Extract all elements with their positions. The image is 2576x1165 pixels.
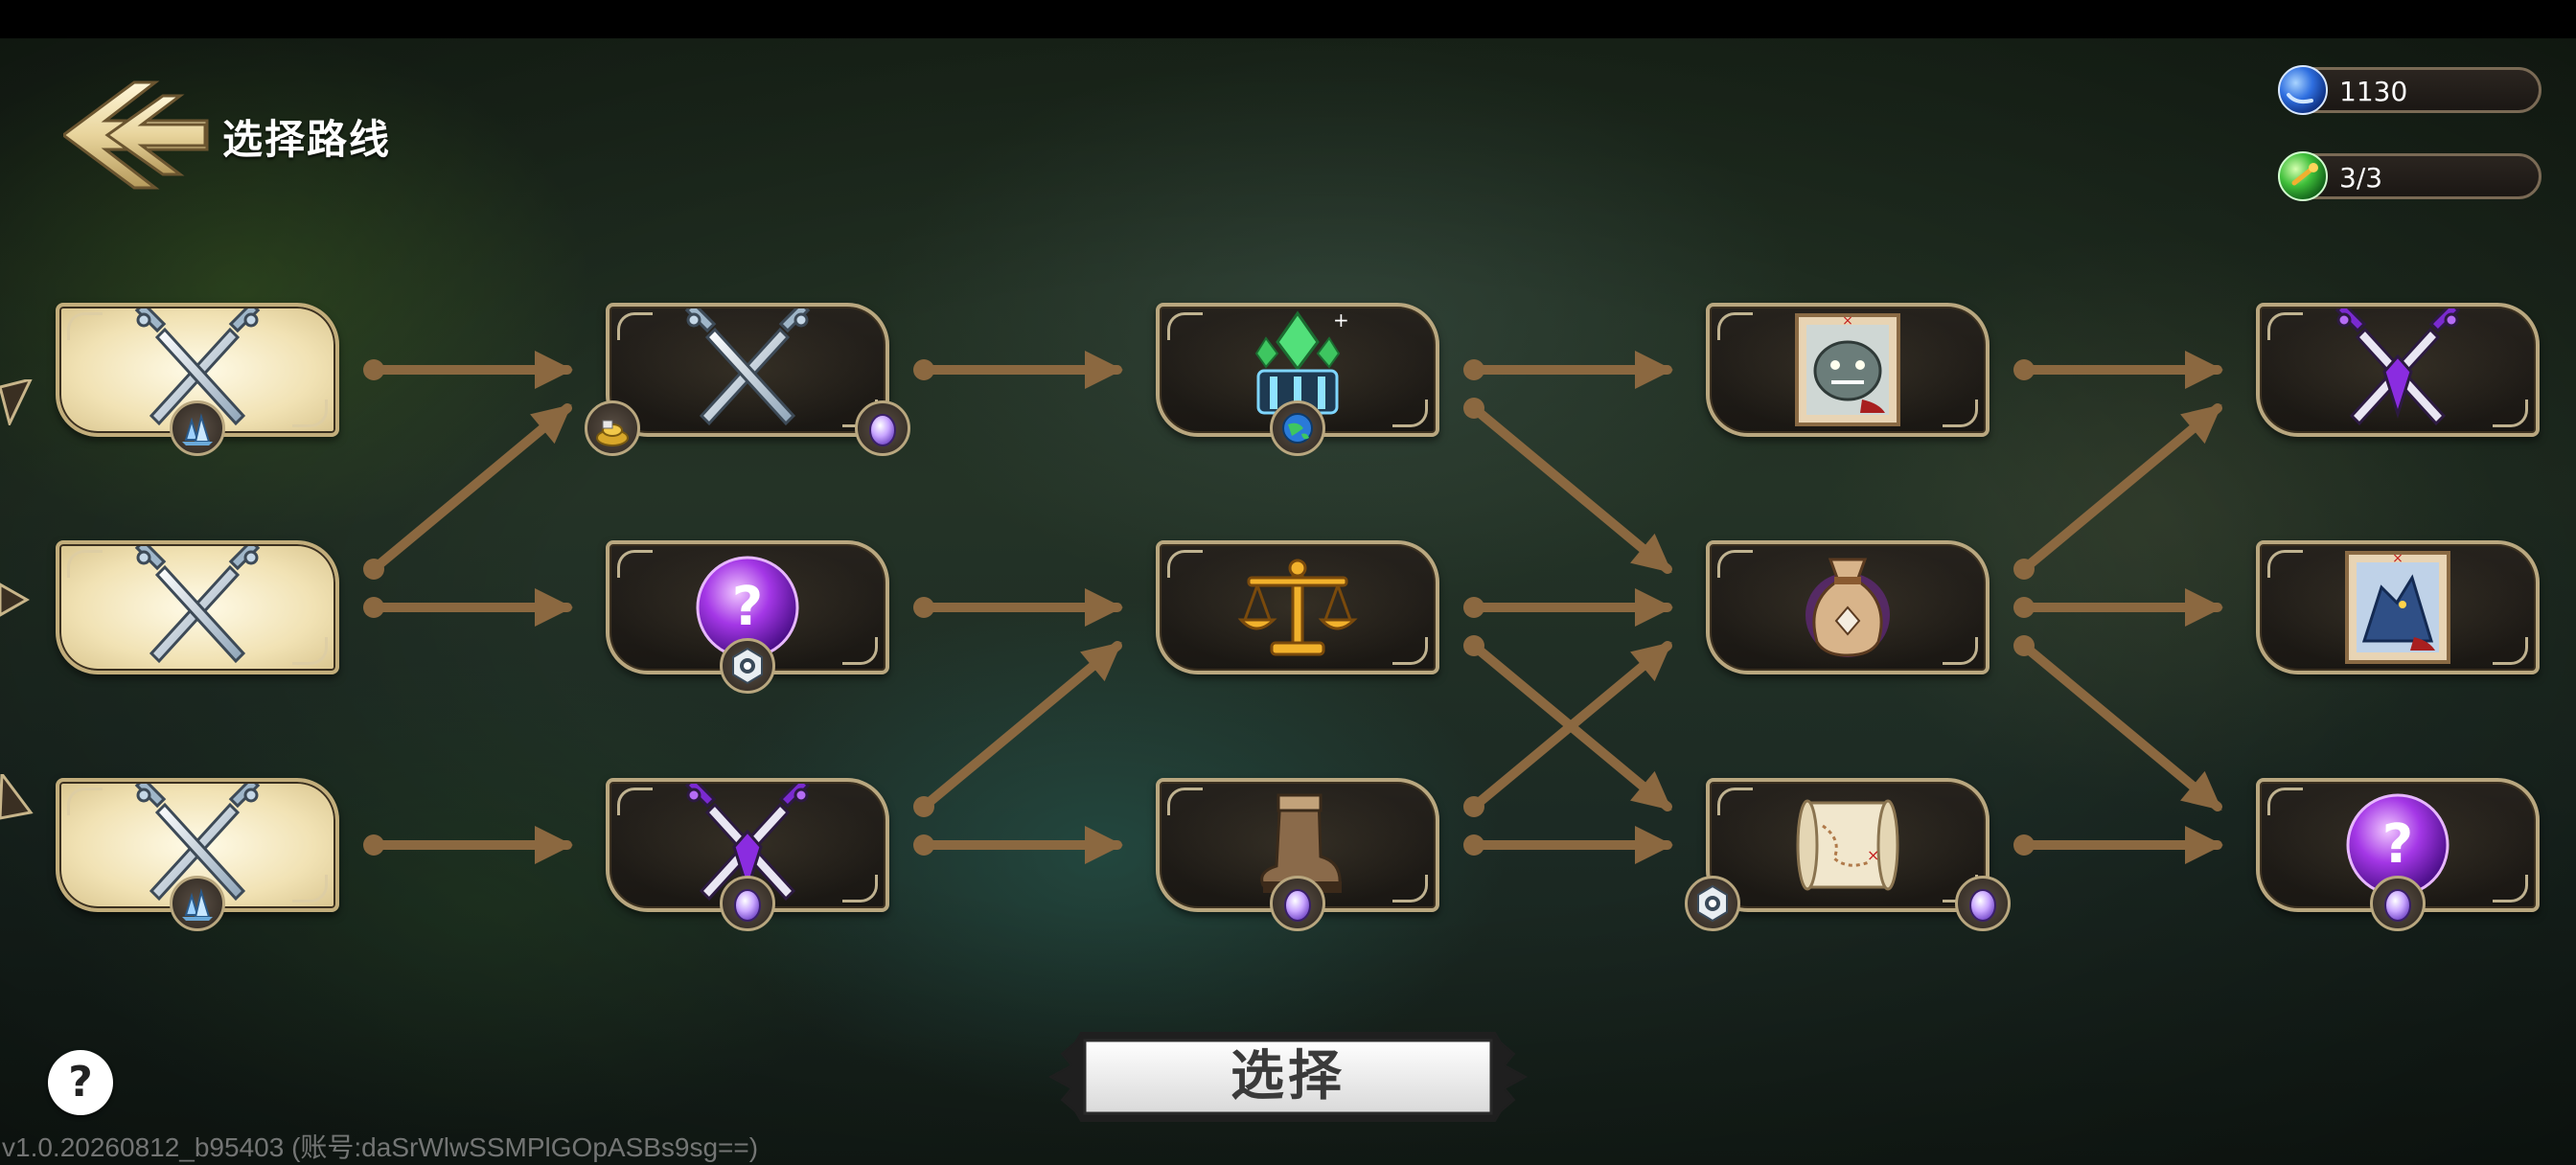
- edge-arrow-icon: [0, 379, 33, 425]
- svg-text:×: ×: [1867, 846, 1879, 864]
- back-button[interactable]: [60, 77, 217, 194]
- edge-arrow-icon: [0, 774, 34, 820]
- route-node-c1-r2[interactable]: [56, 540, 339, 674]
- svg-text:+: +: [1333, 309, 1349, 331]
- route-node-c4-r3[interactable]: ×: [1706, 778, 1990, 912]
- back-arrow-icon: [60, 80, 209, 190]
- top-black-bar: [0, 0, 2576, 38]
- route-node-c2-r2[interactable]: ?: [606, 540, 889, 674]
- green-orb-counter: 3/3: [2287, 153, 2542, 199]
- green-orb-icon: [2278, 151, 2328, 201]
- edge-arrow-icon: [0, 582, 31, 617]
- hexagon-seal-icon: [720, 638, 775, 694]
- route-node-c4-r1[interactable]: ×: [1706, 303, 1990, 437]
- route-node-c4-r2[interactable]: [1706, 540, 1990, 674]
- blue-orb-value: 1130: [2339, 76, 2408, 107]
- green-orb-value: 3/3: [2339, 162, 2383, 194]
- svg-text:×: ×: [1842, 313, 1853, 329]
- gold-pile-icon: [585, 400, 640, 456]
- crystal-icon: [170, 400, 225, 456]
- egg-icon: [1270, 876, 1325, 931]
- select-button-frame: [1047, 1032, 1529, 1122]
- route-node-c3-r2[interactable]: [1156, 540, 1439, 674]
- egg-icon: [720, 876, 775, 931]
- blue-orb-icon: [2278, 65, 2328, 115]
- route-node-c5-r2[interactable]: ×: [2256, 540, 2540, 674]
- select-button[interactable]: 选择: [1046, 1027, 1530, 1127]
- svg-text:?: ?: [732, 576, 763, 638]
- egg-icon: [2370, 876, 2426, 931]
- page-title: 选择路线: [222, 116, 392, 163]
- egg-icon: [1955, 876, 2011, 931]
- route-node-c5-r1[interactable]: [2256, 303, 2540, 437]
- crystal-icon: [170, 876, 225, 931]
- route-node-c1-r1[interactable]: [56, 303, 339, 437]
- help-button[interactable]: ?: [48, 1050, 113, 1115]
- version-text: v1.0.20260812_b95403 (账号:daSrWlwSSMPlGOp…: [2, 1132, 759, 1162]
- hexagon-seal-icon: [1685, 876, 1740, 931]
- select-button-label: 选择: [1230, 1045, 1346, 1108]
- route-node-c2-r1[interactable]: [606, 303, 889, 437]
- globe-icon: [1270, 400, 1325, 456]
- svg-text:?: ?: [2382, 813, 2413, 876]
- egg-icon: [855, 400, 910, 456]
- svg-text:×: ×: [2392, 551, 2404, 566]
